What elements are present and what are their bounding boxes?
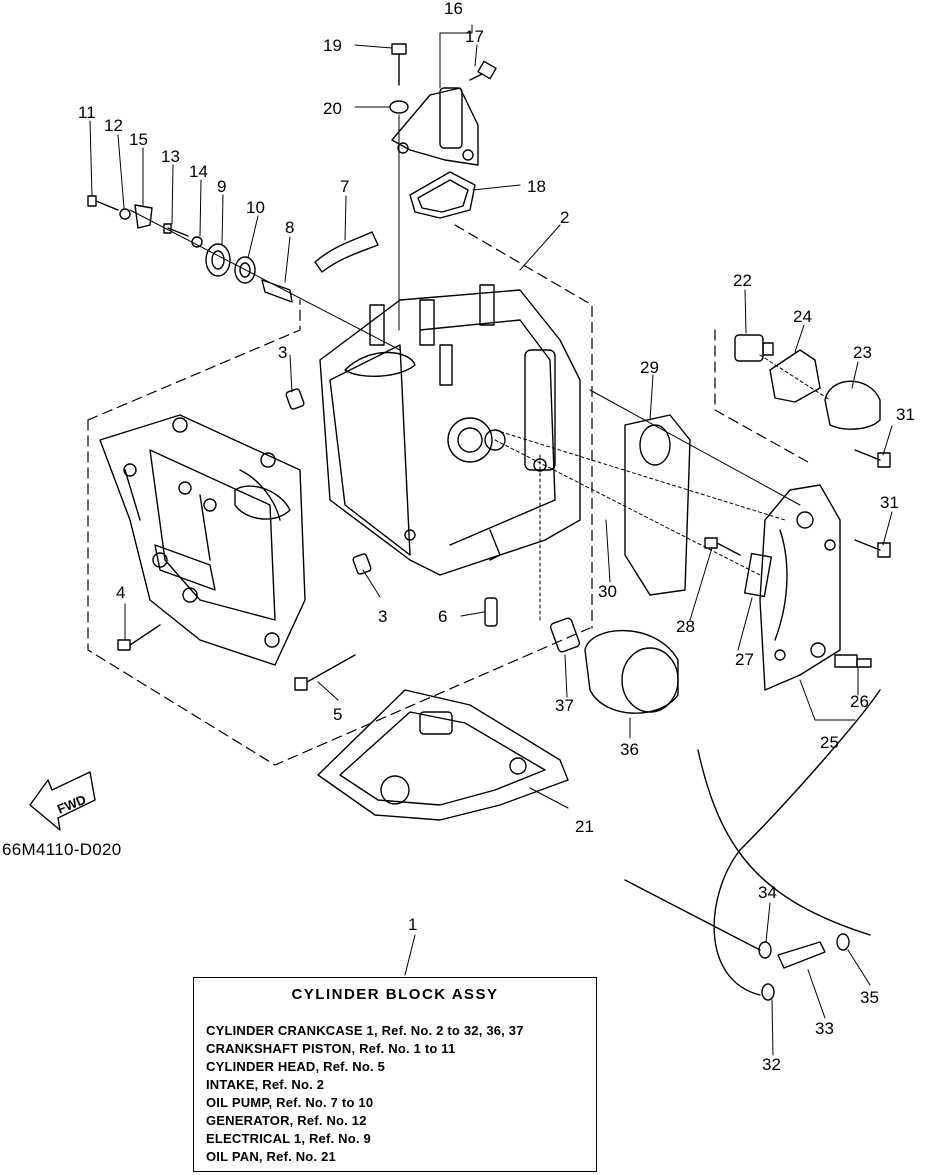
bracket-15 [134, 204, 153, 229]
callout-13: 13 [161, 147, 180, 166]
fitting-26 [834, 654, 872, 668]
washer-20 [389, 100, 409, 114]
callout-6: 6 [438, 607, 447, 626]
callout-10: 10 [246, 198, 265, 217]
stud-37 [549, 617, 581, 653]
oil-pan-gasket-21 [317, 689, 569, 821]
callout-36: 36 [620, 740, 639, 759]
dashed-assembly-outline [87, 224, 809, 766]
callout-1: 1 [408, 915, 417, 934]
cover-23 [824, 380, 881, 430]
callout-18: 18 [527, 177, 546, 196]
callout-25: 25 [820, 733, 839, 752]
assembly-line: OIL PUMP, Ref. No. 7 to 10 [206, 1095, 374, 1110]
callout-21: 21 [575, 817, 594, 836]
sensor-22 [734, 334, 774, 362]
callout-16: 16 [444, 0, 463, 18]
leader-lines [89, 24, 893, 1056]
shaft-8 [261, 279, 293, 303]
hose-end-35 [836, 933, 850, 951]
hose-b [713, 689, 881, 996]
hose-end-34 [758, 941, 772, 959]
callout-12: 12 [104, 116, 123, 135]
gasket-24 [769, 349, 821, 403]
bolt-11 [87, 195, 119, 211]
drawing-code: 66M4110-D020 [2, 840, 122, 859]
dowel-3a [285, 388, 305, 410]
assembly-line: CRANKSHAFT PISTON, Ref. No. 1 to 11 [206, 1041, 456, 1056]
assembly-line: GENERATOR, Ref. No. 12 [206, 1113, 367, 1128]
callout-34: 34 [758, 883, 777, 902]
fwd-arrow-icon [29, 771, 96, 831]
callout-31b: 31 [880, 493, 899, 512]
hose-c [624, 879, 761, 951]
washer-14 [191, 236, 203, 248]
callout-8: 8 [285, 218, 294, 237]
callout-labels: 1 2 3 3 4 5 6 7 8 9 10 11 12 13 14 15 16… [78, 0, 915, 1074]
callout-20: 20 [323, 99, 342, 118]
oil-filter-36 [584, 629, 679, 714]
hose-a [697, 749, 871, 936]
callout-2: 2 [560, 208, 569, 227]
bolt-17 [469, 60, 497, 81]
seal-9 [205, 243, 231, 277]
dowel-6 [484, 597, 498, 627]
callout-32: 32 [762, 1055, 781, 1074]
shaft-line [129, 209, 401, 351]
cover-25 [759, 484, 841, 691]
callout-17: 17 [465, 27, 484, 46]
callout-37: 37 [555, 696, 574, 715]
callout-3a: 3 [278, 343, 287, 362]
crankcase-lower [99, 414, 306, 666]
bolt-13 [163, 223, 189, 237]
assembly-line: OIL PAN, Ref. No. 21 [206, 1149, 336, 1164]
callout-31a: 31 [896, 405, 915, 424]
callout-22: 22 [733, 271, 752, 290]
assembly-line: INTAKE, Ref. No. 2 [206, 1077, 325, 1092]
washer-12 [119, 208, 131, 220]
callout-26: 26 [850, 692, 869, 711]
bolt-5 [294, 654, 356, 691]
intake-cover [391, 87, 479, 166]
bolt-19 [391, 43, 407, 86]
gasket-18 [409, 171, 476, 219]
hose-end-32 [761, 983, 775, 1001]
cylinder-block [319, 284, 581, 576]
bracket-27 [743, 552, 773, 598]
bolt-4 [117, 624, 161, 651]
callout-19: 19 [323, 36, 342, 55]
assembly-title: CYLINDER BLOCK ASSY [291, 986, 499, 1003]
callout-5: 5 [333, 705, 342, 724]
dowel-3b [352, 553, 372, 575]
assembly-line: CYLINDER HEAD, Ref. No. 5 [206, 1059, 386, 1074]
callout-14: 14 [189, 162, 208, 181]
hose-7 [314, 231, 379, 273]
fitting-33 [777, 941, 826, 969]
callout-33: 33 [815, 1019, 834, 1038]
assembly-list: CYLINDER CRANKCASE 1, Ref. No. 2 to 32, … [206, 1022, 524, 1166]
gasket-29 [624, 414, 691, 596]
callout-30: 30 [598, 582, 617, 601]
callout-29: 29 [640, 358, 659, 377]
callout-11: 11 [78, 103, 96, 122]
callout-9: 9 [217, 177, 226, 196]
callout-28: 28 [676, 617, 695, 636]
callout-3b: 3 [378, 607, 387, 626]
bolt-31b [854, 539, 891, 558]
seal-10 [234, 256, 256, 284]
callout-27: 27 [735, 650, 754, 669]
callout-35: 35 [860, 988, 879, 1007]
callout-24: 24 [793, 307, 812, 326]
callout-7: 7 [340, 177, 349, 196]
bolt-28 [704, 537, 741, 556]
assembly-line: ELECTRICAL 1, Ref. No. 9 [206, 1131, 371, 1146]
callout-15: 15 [129, 130, 148, 149]
assembly-line: CYLINDER CRANKCASE 1, Ref. No. 2 to 32, … [206, 1023, 524, 1038]
assembly-legend-box: CYLINDER BLOCK ASSY CYLINDER CRANKCASE 1… [193, 977, 597, 1172]
callout-4: 4 [116, 583, 125, 602]
fwd-label: FWD [55, 792, 88, 817]
callout-23: 23 [853, 343, 872, 362]
bolt-31a [854, 449, 891, 468]
